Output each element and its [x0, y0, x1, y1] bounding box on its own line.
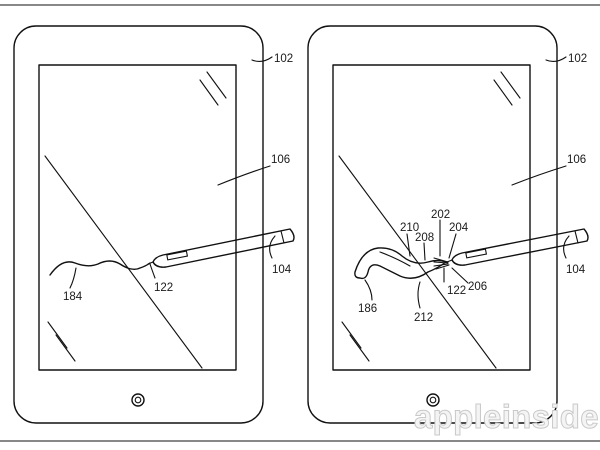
left-home-button-inner — [134, 396, 142, 404]
left-figure: 102 106 104 122 184 — [13, 25, 295, 424]
left-device-body — [13, 25, 264, 424]
right-leader-212 — [417, 281, 421, 309]
right-ref-186: 186 — [358, 303, 377, 315]
right-ref-202: 202 — [431, 209, 450, 221]
right-ref-206: 206 — [468, 281, 487, 293]
right-ref-212: 212 — [414, 312, 433, 324]
right-home-button — [426, 393, 440, 407]
right-ref-208: 208 — [415, 232, 434, 244]
left-ref-102: 102 — [274, 53, 293, 65]
right-ref-210: 210 — [400, 222, 419, 234]
right-stroke-inner-edge — [379, 251, 411, 267]
right-leader-210 — [406, 233, 411, 257]
right-leader-206 — [451, 267, 469, 284]
right-ref-104: 104 — [566, 264, 586, 276]
left-leader-184 — [69, 267, 77, 289]
left-leader-122 — [149, 263, 156, 279]
right-stylus-window — [465, 248, 488, 259]
left-stylus — [147, 228, 295, 268]
left-leader-102 — [251, 56, 273, 63]
right-leader-104 — [563, 235, 570, 259]
right-ref-102: 102 — [568, 53, 587, 65]
right-stroke-186 — [354, 247, 447, 280]
left-glare-lines — [44, 71, 227, 369]
left-leader-104 — [269, 235, 276, 259]
left-home-button — [131, 393, 145, 407]
left-ref-106: 106 — [271, 154, 290, 166]
right-ref-122: 122 — [447, 285, 466, 297]
watermark-logo: appleinsider — [414, 398, 600, 435]
left-display — [38, 64, 237, 371]
right-glare-lines — [338, 71, 521, 369]
right-leader-208 — [423, 242, 426, 261]
left-ref-184: 184 — [63, 291, 83, 303]
left-ref-104: 104 — [272, 264, 292, 276]
right-figure: 102 106 104 202 204 210 208 206 122 212 … — [307, 25, 589, 424]
left-stroke-184 — [49, 260, 151, 276]
right-ref-204: 204 — [449, 222, 469, 234]
right-display — [332, 64, 531, 371]
right-leader-102 — [545, 56, 567, 63]
right-device-body — [307, 25, 558, 424]
right-ref-106: 106 — [567, 154, 586, 166]
right-stylus — [446, 228, 589, 266]
right-leader-186 — [364, 279, 373, 301]
left-ref-122: 122 — [154, 282, 173, 294]
right-tip-lines — [433, 257, 450, 270]
right-home-button-inner — [429, 396, 437, 404]
right-leader-106 — [511, 165, 567, 186]
right-leader-204 — [448, 233, 457, 259]
left-leader-106 — [217, 165, 271, 186]
left-stylus-window — [166, 250, 189, 261]
